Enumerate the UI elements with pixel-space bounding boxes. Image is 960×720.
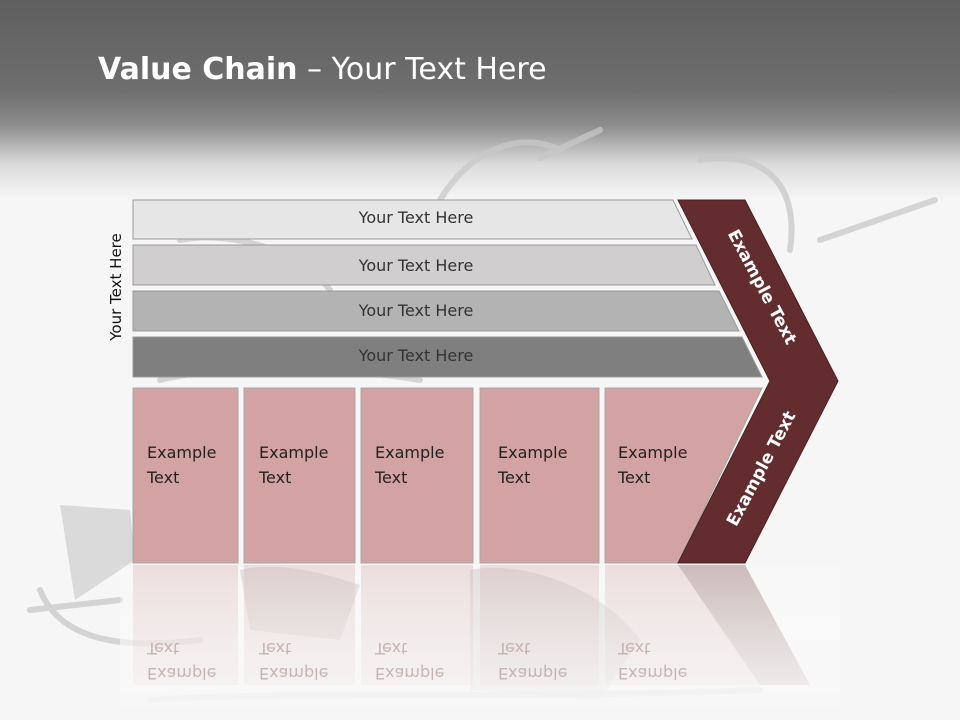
reflection-label-5: Example Text — [618, 636, 687, 686]
reflection-fade — [120, 565, 840, 720]
reflection-label-3: Example Text — [375, 636, 444, 686]
reflection-label-1-line2: Text — [147, 639, 180, 658]
reflection-label-1: Example Text — [147, 636, 216, 686]
support-bar-2-label: Your Text Here — [358, 256, 474, 275]
title-rest: – Your Text Here — [297, 52, 547, 87]
primary-box-4-line2: Text — [498, 468, 531, 487]
reflection-label-1-line1: Example — [147, 664, 217, 683]
primary-box-4[interactable] — [479, 387, 600, 564]
primary-box-1[interactable] — [132, 387, 239, 564]
support-bar-1-label: Your Text Here — [358, 208, 474, 227]
reflection-label-2-line2: Text — [259, 639, 292, 658]
support-bar-1[interactable] — [132, 199, 693, 240]
primary-box-2-line1: Example — [259, 443, 329, 462]
primary-box-1-line2: Text — [147, 468, 180, 487]
primary-box-1-line1: Example — [147, 443, 217, 462]
support-bar-3[interactable] — [132, 290, 740, 332]
reflection-label-3-line1: Example — [375, 664, 445, 683]
reflection-label-2-line1: Example — [259, 664, 329, 683]
slide-title: Value Chain – Your Text Here — [98, 52, 547, 87]
support-bar-3-label: Your Text Here — [358, 301, 474, 320]
reflection-label-5-line1: Example — [618, 664, 688, 683]
support-bar-4[interactable] — [132, 336, 763, 378]
title-bold: Value Chain — [98, 52, 298, 87]
primary-box-2-line2: Text — [259, 468, 292, 487]
primary-box-5-line1: Example — [618, 443, 688, 462]
margin-chevron[interactable] — [677, 199, 839, 564]
primary-box-3[interactable] — [360, 387, 474, 564]
primary-box-3-line1: Example — [375, 443, 445, 462]
support-bar-2[interactable] — [132, 244, 716, 286]
reflection-label-2: Example Text — [259, 636, 328, 686]
primary-box-5-line2: Text — [618, 468, 651, 487]
primary-box-4-line1: Example — [498, 443, 568, 462]
support-bar-4-label: Your Text Here — [358, 346, 474, 365]
reflection-label-3-line2: Text — [375, 639, 408, 658]
primary-box-3-line2: Text — [375, 468, 408, 487]
primary-box-2[interactable] — [243, 387, 356, 564]
reflection-label-4-line1: Example — [498, 664, 568, 683]
reflection-label-4: Example Text — [498, 636, 567, 686]
reflection-label-4-line2: Text — [498, 639, 531, 658]
reflection-label-5-line2: Text — [618, 639, 651, 658]
header-band — [0, 0, 960, 200]
